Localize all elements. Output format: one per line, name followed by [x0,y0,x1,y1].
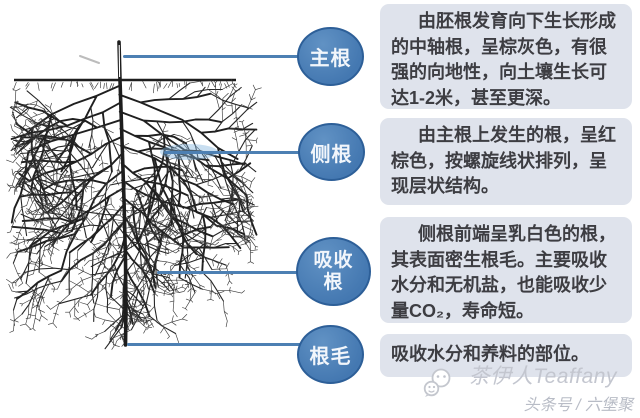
desc-box-absorbing-root: 侧根前端呈乳白色的根，其表面密生根毛。主要吸收水分和无机盐，也能吸收少量CO₂，… [380,217,632,323]
bubble-label: 主根 [309,48,352,70]
connector-line-root-hair [127,343,304,346]
desc-box-main-root: 由胚根发育向下生长形成的中轴根，呈棕灰色，有很强的向地性，向土壤生长可达1-2米… [380,4,632,109]
watermark-source: 头条号 / 六堡聚 [523,397,633,414]
bubble-label: 根毛 [309,346,352,368]
label-bubble-main-root: 主根 [297,27,364,86]
desc-box-lateral-root: 由主根上发生的根，呈红棕色，按螺旋线状排列，呈现层状结构。 [380,118,632,205]
desc-text: 吸收水分和养料的部位。 [391,344,589,364]
watermark: 茶伊人Teaffany 头条号 / 六堡聚 [469,360,633,415]
bubble-label: 吸收根 [313,249,354,293]
root-branches [6,78,262,350]
chat-bubble-smiley-icon [423,368,451,397]
desc-text: 由主根上发生的根，呈红棕色，按螺旋线状排列，呈现层状结构。 [391,125,616,196]
label-bubble-absorbing-root: 吸收根 [296,237,371,306]
label-bubble-lateral-root: 侧根 [298,123,365,181]
connector-line-main-root [123,55,304,58]
soil-mark [79,55,100,64]
watermark-brand: 茶伊人Teaffany [468,365,617,388]
bubble-label: 侧根 [310,143,353,166]
label-bubble-root-hair: 根毛 [297,325,364,384]
desc-text: 由胚根发育向下生长形成的中轴根，呈棕灰色，有很强的向地性，向土壤生长可达1-2米… [391,11,616,108]
desc-box-root-hair: 吸收水分和养料的部位。 [380,334,632,377]
root-branch-strokes [6,78,262,350]
desc-text: 侧根前端呈乳白色的根，其表面密生根毛。主要吸收水分和无机盐，也能吸收少量CO₂，… [391,224,616,321]
connector-line-lateral-root [164,151,305,154]
connector-line-absorbing-root [157,271,304,274]
